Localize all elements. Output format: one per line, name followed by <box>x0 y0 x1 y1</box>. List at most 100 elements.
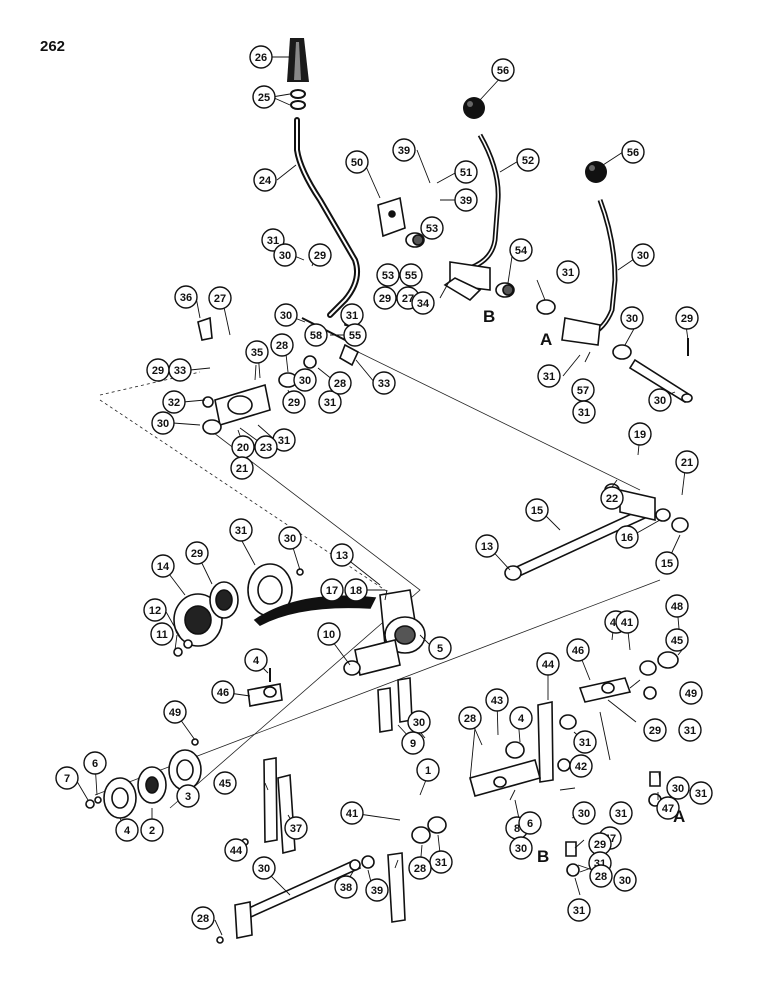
callout-circle <box>273 243 297 267</box>
callout-28: 28 <box>328 371 352 395</box>
rocker-assembly <box>411 651 679 877</box>
callout-number: 28 <box>414 863 426 875</box>
callout-30: 30 <box>274 303 298 327</box>
callout-number: 9 <box>410 738 416 750</box>
callout-circle <box>211 680 235 704</box>
letter-a-upper: A <box>540 330 552 349</box>
callout-39: 39 <box>365 878 389 902</box>
callout-circle <box>278 526 302 550</box>
callout-30: 30 <box>278 526 302 550</box>
callout-number: 33 <box>174 365 186 377</box>
callout-number: 45 <box>671 635 683 647</box>
clevis-27a <box>197 316 213 341</box>
callout-circle <box>613 868 637 892</box>
callout-number: 46 <box>217 687 229 699</box>
bushing-44b <box>427 816 447 834</box>
callout-31: 31 <box>572 400 596 424</box>
callout-number: 28 <box>334 378 346 390</box>
callout-7: 7 <box>55 766 79 790</box>
callout-39: 39 <box>454 188 478 212</box>
callout-number: 30 <box>279 250 291 262</box>
callout-circle <box>252 85 276 109</box>
callout-number: 39 <box>460 195 472 207</box>
callout-circle <box>224 838 248 862</box>
callout-number: 31 <box>579 737 591 749</box>
callout-11: 11 <box>150 622 174 646</box>
callout-6: 6 <box>83 751 107 775</box>
callout-46: 46 <box>566 638 590 662</box>
callout-number: 31 <box>684 725 696 737</box>
callout-18: 18 <box>344 578 368 602</box>
callout-39: 39 <box>392 138 416 162</box>
callout-number: 28 <box>595 871 607 883</box>
callout-number: 31 <box>346 310 358 322</box>
bushing-44a <box>505 741 525 759</box>
callout-23: 23 <box>254 435 278 459</box>
callout-44: 44 <box>536 652 560 676</box>
callout-31: 31 <box>318 390 342 414</box>
callout-44: 44 <box>224 838 248 862</box>
callout-circle <box>428 636 452 660</box>
callout-29: 29 <box>146 358 170 382</box>
bolt-5 <box>191 738 199 746</box>
callout-number: 3 <box>185 791 191 803</box>
callout-number: 2 <box>149 825 155 837</box>
callout-circle <box>365 878 389 902</box>
callout-31: 31 <box>567 898 591 922</box>
callout-circle <box>573 730 597 754</box>
callout-circle <box>270 333 294 357</box>
callout-number: 19 <box>634 429 646 441</box>
callout-number: 29 <box>314 250 326 262</box>
callout-number: 30 <box>258 863 270 875</box>
callout-circle <box>666 776 690 800</box>
callout-circle <box>615 610 639 634</box>
callout-28: 28 <box>408 856 432 880</box>
callout-circle <box>330 543 354 567</box>
callout-28: 28 <box>458 706 482 730</box>
nut-18 <box>173 647 183 657</box>
callout-number: 57 <box>577 385 589 397</box>
callout-30: 30 <box>613 868 637 892</box>
callout-number: 23 <box>260 442 272 454</box>
bracket-a-lever-54 <box>536 299 632 360</box>
callout-number: 4 <box>253 655 260 667</box>
callout-number: 18 <box>350 585 362 597</box>
bushing-33b <box>202 419 222 435</box>
shaft-19 <box>504 483 689 581</box>
callout-21: 21 <box>675 450 699 474</box>
callout-circle <box>318 390 342 414</box>
callout-number: 37 <box>290 823 302 835</box>
callout-circle <box>229 518 253 542</box>
callout-32: 32 <box>162 390 186 414</box>
callout-number: 53 <box>426 223 438 235</box>
callout-number: 30 <box>280 310 292 322</box>
callout-circle <box>631 243 655 267</box>
callout-12: 12 <box>143 598 167 622</box>
callout-number: 39 <box>371 885 383 897</box>
callout-57: 57 <box>571 378 595 402</box>
callout-number: 36 <box>180 292 192 304</box>
letter-a-lower: A <box>673 807 685 826</box>
bushing-49a <box>639 660 657 676</box>
rod-end-28d <box>557 758 571 772</box>
callout-number: 22 <box>606 493 618 505</box>
shaft-37 <box>216 855 375 944</box>
callout-number: 31 <box>435 857 447 869</box>
callout-26: 26 <box>249 45 273 69</box>
callout-number: 32 <box>168 397 180 409</box>
callout-circle <box>516 148 540 172</box>
callout-16: 16 <box>615 525 639 549</box>
callout-number: 41 <box>346 808 358 820</box>
callout-30: 30 <box>620 306 644 330</box>
callout-number: 33 <box>378 378 390 390</box>
callout-circle <box>344 578 368 602</box>
callout-25: 25 <box>252 85 276 109</box>
callout-circle <box>628 422 652 446</box>
letter-b-upper: B <box>483 307 495 326</box>
callout-circle <box>253 168 277 192</box>
callout-34: 34 <box>411 291 435 315</box>
callout-2: 2 <box>140 818 164 842</box>
callout-circle <box>411 291 435 315</box>
callout-circle <box>372 371 396 395</box>
